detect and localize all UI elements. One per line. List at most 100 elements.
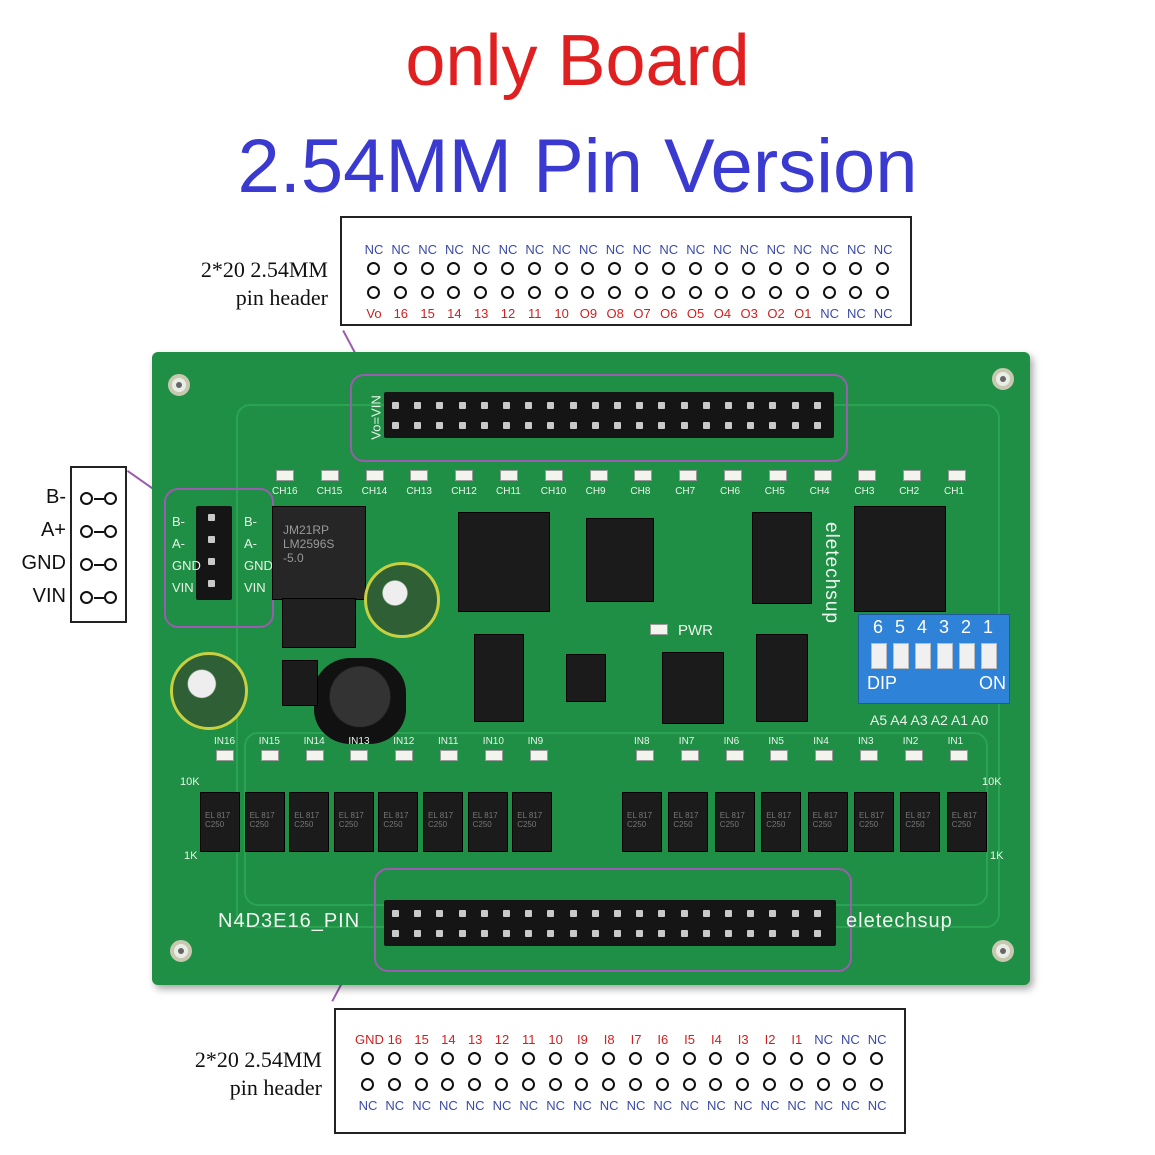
dip-toggle[interactable] — [981, 643, 997, 669]
opto-marking: EL 817 C250 — [338, 811, 364, 829]
header-pin — [680, 930, 688, 937]
top-row1-pin — [688, 262, 702, 275]
bottom-row2-pin — [763, 1078, 776, 1091]
bottom-row2-label: NC — [599, 1098, 619, 1113]
bottom-row1-pin — [575, 1052, 589, 1065]
bottom-row1-pin — [682, 1052, 696, 1065]
dip-number: 6 — [873, 617, 884, 637]
bottom-row1-label: 11 — [522, 1032, 536, 1047]
ch-led — [768, 470, 787, 481]
header-pin — [547, 402, 555, 409]
in-label: IN1 — [947, 736, 964, 747]
lm2596-regulator: JM21RP LM2596S -5.0 — [272, 506, 366, 600]
header-pin — [680, 402, 688, 409]
ch-label: CH6 — [720, 486, 741, 497]
top-row2-pin — [769, 286, 782, 299]
header-pin — [525, 930, 533, 937]
top-row1-label: NC — [686, 242, 705, 257]
top-row1-label: NC — [498, 242, 518, 257]
bottom-row2-label: NC — [680, 1098, 699, 1113]
ch-label: CH4 — [809, 486, 830, 497]
rs485-pin-b — [104, 525, 117, 538]
title-only-board: only Board — [405, 21, 750, 101]
optocoupler: EL 817 C250 — [200, 792, 240, 852]
top-row1-label: NC — [766, 242, 786, 257]
top-row1-pin — [527, 262, 541, 275]
in-led — [904, 750, 923, 761]
rs485-link — [94, 597, 104, 599]
ch-label: CH14 — [361, 486, 388, 497]
header-pin — [503, 910, 510, 917]
header-pin — [791, 930, 799, 937]
bottom-row2-pin — [629, 1078, 642, 1091]
in-label: IN16 — [214, 736, 236, 747]
header-pin — [503, 930, 510, 937]
regulator-marking: JM21RP LM2596S -5.0 — [283, 523, 335, 565]
top-row1-pin — [876, 262, 890, 275]
bottom-row1-label: I3 — [737, 1032, 749, 1047]
mounting-hole-bl — [170, 940, 192, 962]
header-pin — [636, 402, 644, 409]
header-pin — [725, 422, 732, 429]
in-led — [770, 750, 789, 761]
header-pin — [458, 910, 466, 917]
in-led — [305, 750, 324, 761]
top-row1-pin — [608, 262, 622, 275]
header-pin — [392, 402, 399, 409]
dip-toggle[interactable] — [915, 643, 931, 669]
rs485-header-pin — [208, 580, 215, 587]
bottom-row1-pin — [361, 1052, 374, 1065]
dip-toggle[interactable] — [871, 643, 887, 669]
top-row2-label: 14 — [447, 306, 462, 321]
rs485-board-label-right: GND — [244, 558, 273, 573]
top-row2-label: O5 — [686, 306, 705, 321]
bottom-row2-pin — [495, 1078, 508, 1091]
bottom-row2-label: NC — [707, 1098, 726, 1113]
optocoupler: EL 817 C250 — [512, 792, 553, 852]
header-pin — [414, 930, 422, 937]
header-pin — [769, 402, 777, 409]
bottom-row1-label: I7 — [630, 1032, 642, 1047]
bottom-row1-label: NC — [841, 1032, 860, 1047]
top-header-label-line2: pin header — [235, 285, 328, 310]
ch-label: CH11 — [496, 486, 521, 497]
bottom-row1-pin — [521, 1052, 535, 1065]
header-pin — [569, 402, 577, 409]
header-pin — [658, 402, 666, 409]
header-pin — [458, 402, 466, 409]
electrolytic-capacitor-1 — [364, 562, 440, 638]
bottom-row2-label: NC — [573, 1098, 592, 1113]
bottom-row2-label: NC — [358, 1098, 378, 1113]
dip-toggle[interactable] — [959, 643, 975, 669]
bottom-row2-pin — [387, 1078, 401, 1091]
top-row2-pin — [635, 286, 648, 299]
ch-led — [589, 470, 608, 481]
top-row1-pin — [661, 262, 675, 275]
in-label: IN7 — [678, 736, 695, 747]
in-label: IN12 — [393, 736, 415, 747]
header-pin — [747, 422, 755, 429]
header-pin — [658, 930, 666, 937]
top-row1-pin — [554, 262, 568, 275]
top-row1-pin — [715, 262, 729, 275]
power-inductor — [314, 658, 406, 744]
rs485-pin-b — [104, 492, 117, 505]
in-led — [815, 750, 834, 761]
top-row2-pin — [822, 286, 836, 299]
header-pin — [769, 910, 777, 917]
in-label: IN11 — [438, 736, 459, 747]
in-led — [395, 750, 414, 761]
header-pin — [436, 422, 444, 429]
dip-toggle[interactable] — [893, 643, 909, 669]
header-pin — [392, 930, 399, 937]
dip-toggle[interactable] — [937, 643, 953, 669]
header-pin — [702, 422, 710, 429]
opto-marking: EL 817 C250 — [627, 811, 653, 829]
bottom-row2-label: NC — [787, 1098, 807, 1113]
rs485-label: A+ — [40, 519, 66, 541]
header-pin — [480, 930, 488, 937]
schottky-diode — [282, 660, 318, 706]
top-row2-label: O3 — [740, 306, 758, 321]
